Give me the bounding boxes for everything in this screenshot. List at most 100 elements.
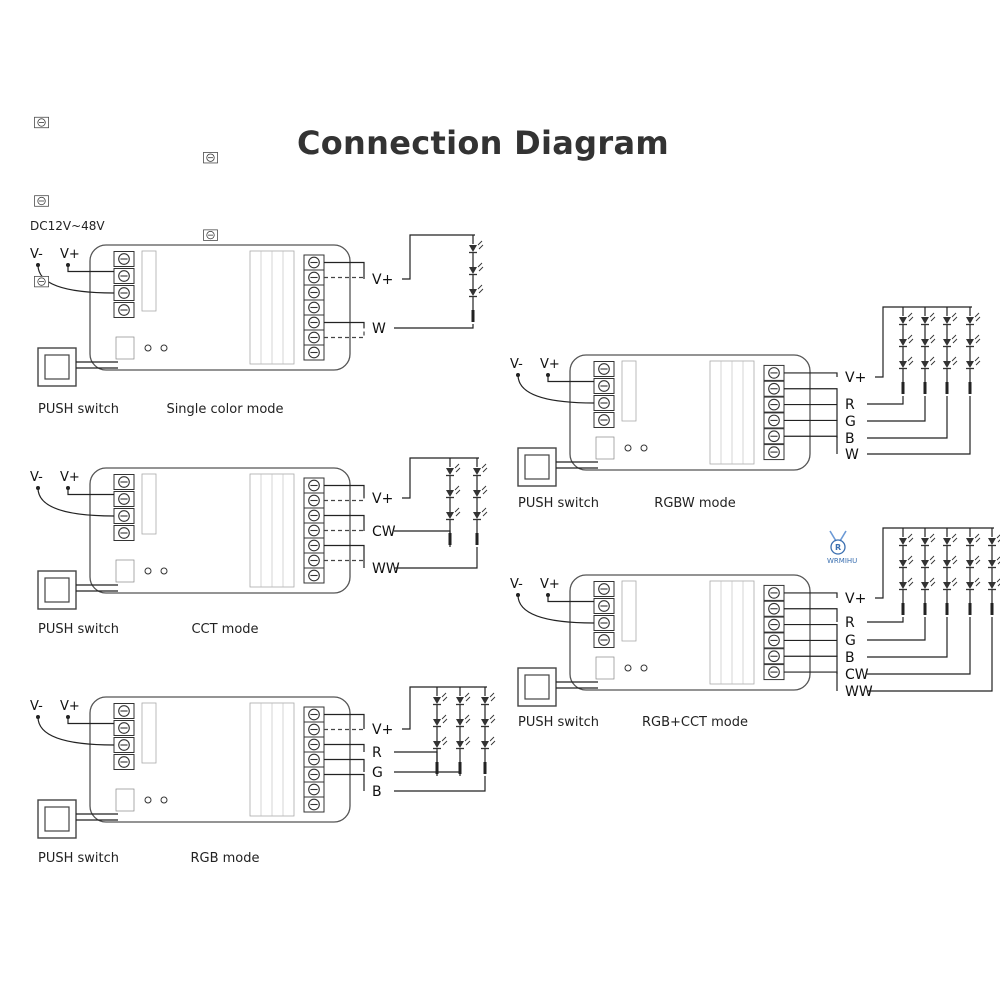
input-label-strip bbox=[621, 360, 637, 422]
output-wire bbox=[784, 639, 838, 657]
screw-terminal-icon bbox=[593, 377, 615, 395]
output-label-1: CW bbox=[372, 524, 396, 540]
output-wire bbox=[784, 608, 838, 622]
screw-terminal-icon bbox=[303, 492, 325, 509]
output-label-3: B bbox=[845, 431, 855, 447]
screw-terminal-icon bbox=[763, 428, 785, 445]
resistor-icon bbox=[923, 603, 927, 615]
output-label-1: R bbox=[845, 615, 855, 631]
screw-terminal-icon bbox=[113, 702, 135, 720]
push-switch-button bbox=[524, 674, 550, 700]
led-diode-icon bbox=[468, 284, 484, 298]
output-label-5: WW bbox=[845, 684, 873, 700]
push-switch-label: PUSH switch bbox=[38, 402, 119, 417]
v-plus-bus bbox=[402, 234, 475, 280]
screw-terminal-icon bbox=[113, 719, 135, 737]
mode-label: RGB mode bbox=[190, 851, 259, 866]
led-diode-icon bbox=[455, 736, 471, 750]
led-diode-icon bbox=[898, 334, 914, 348]
resistor-icon bbox=[458, 762, 462, 774]
channel-wire bbox=[394, 547, 478, 569]
led-diode-icon bbox=[898, 533, 914, 547]
led-diode-icon bbox=[942, 356, 958, 370]
output-label-1: R bbox=[372, 745, 382, 761]
output-label-0: V+ bbox=[845, 370, 866, 386]
resistor-icon bbox=[448, 533, 452, 545]
output-wire bbox=[784, 671, 838, 691]
output-label-3: B bbox=[845, 650, 855, 666]
screw-terminal-icon bbox=[593, 580, 615, 598]
output-wire bbox=[784, 419, 838, 438]
screw-terminal-icon bbox=[763, 648, 785, 665]
output-label-4: CW bbox=[845, 667, 869, 683]
dip-switch bbox=[595, 656, 615, 680]
led-diode-icon bbox=[432, 736, 448, 750]
led-diode-icon bbox=[920, 334, 936, 348]
v-plus-wire bbox=[67, 717, 114, 725]
led-diode-icon bbox=[445, 463, 461, 477]
indicator-led-icon bbox=[144, 567, 152, 575]
v-plus-wire bbox=[547, 595, 594, 603]
screw-terminal-icon bbox=[303, 796, 325, 813]
screw-terminal-icon bbox=[113, 507, 135, 525]
screw-terminal-icon bbox=[303, 522, 325, 539]
screw-terminal-icon bbox=[593, 597, 615, 615]
indicator-led-icon bbox=[624, 444, 632, 452]
resistor-icon bbox=[945, 382, 949, 394]
indicator-led-icon bbox=[640, 664, 648, 672]
output-wire bbox=[324, 544, 365, 568]
led-diode-icon bbox=[445, 485, 461, 499]
switch-terminal-icon bbox=[34, 195, 49, 207]
resistor-icon bbox=[968, 603, 972, 615]
screw-terminal-icon bbox=[113, 267, 135, 285]
screw-terminal-icon bbox=[303, 329, 325, 346]
led-diode-icon bbox=[965, 356, 981, 370]
output-wire bbox=[784, 435, 838, 454]
resistor-icon bbox=[483, 762, 487, 774]
screw-terminal-icon bbox=[593, 631, 615, 649]
screw-terminal-icon bbox=[763, 364, 785, 381]
led-diode-icon bbox=[480, 692, 496, 706]
led-diode-icon bbox=[468, 240, 484, 254]
push-switch-label: PUSH switch bbox=[518, 715, 599, 730]
channel-wire bbox=[867, 617, 948, 658]
input-label-strip bbox=[141, 250, 157, 312]
dip-switch bbox=[115, 559, 135, 583]
led-diode-icon bbox=[965, 312, 981, 326]
screw-terminal-icon bbox=[763, 396, 785, 413]
output-wire bbox=[324, 321, 365, 328]
controller-housing bbox=[569, 574, 811, 691]
v-plus-wire bbox=[547, 375, 594, 383]
channel-wire bbox=[867, 617, 904, 623]
dip-switch bbox=[595, 436, 615, 460]
push-switch-button bbox=[44, 354, 70, 380]
screw-terminal-icon bbox=[303, 269, 325, 286]
channel-wire bbox=[394, 530, 451, 547]
led-diode-icon bbox=[920, 555, 936, 569]
indicator-led-icon bbox=[160, 796, 168, 804]
screw-terminal-icon bbox=[763, 412, 785, 429]
v-minus-label: V- bbox=[30, 470, 43, 485]
screw-terminal-icon bbox=[303, 781, 325, 798]
switch-terminal-icon bbox=[34, 116, 49, 129]
output-label-3: B bbox=[372, 784, 382, 800]
dip-switch bbox=[115, 788, 135, 812]
indicator-led-icon bbox=[144, 796, 152, 804]
output-label-2: G bbox=[845, 633, 856, 649]
led-diode-icon bbox=[942, 312, 958, 326]
led-diode-icon bbox=[920, 312, 936, 326]
page-title: Connection Diagram bbox=[296, 124, 670, 162]
screw-terminal-icon bbox=[303, 766, 325, 783]
v-plus-bus bbox=[875, 306, 972, 378]
screw-terminal-icon bbox=[303, 477, 325, 494]
screw-terminal-icon bbox=[763, 584, 785, 601]
input-label-strip bbox=[141, 702, 157, 764]
output-wire bbox=[324, 773, 365, 791]
output-wire bbox=[324, 743, 365, 752]
indicator-led-icon bbox=[160, 344, 168, 352]
led-diode-icon bbox=[942, 555, 958, 569]
led-diode-icon bbox=[472, 485, 488, 499]
output-label-0: V+ bbox=[372, 272, 393, 288]
